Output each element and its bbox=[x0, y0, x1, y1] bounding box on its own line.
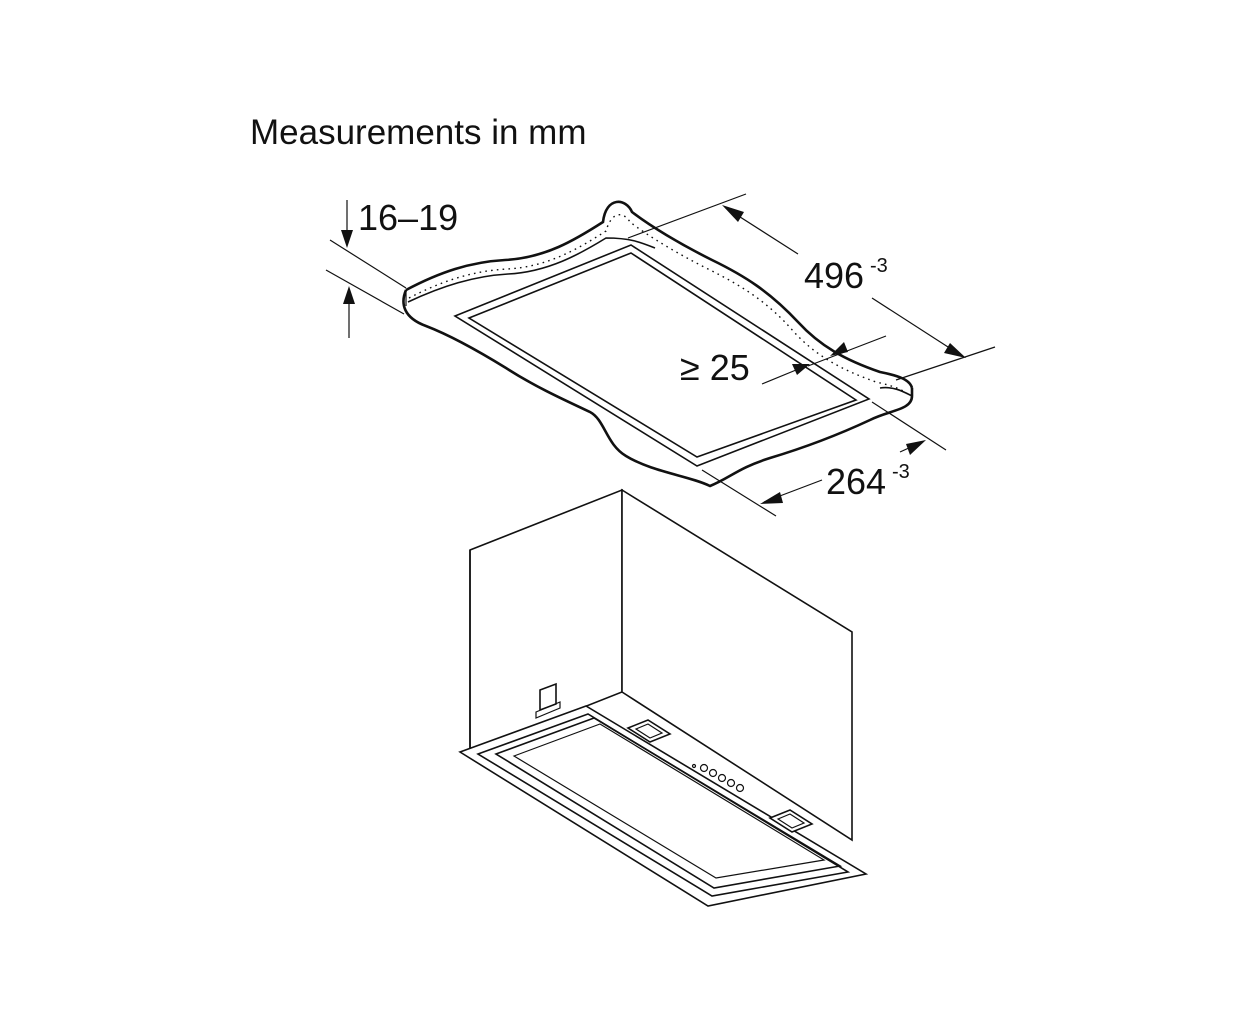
thickness-ext-line-bottom bbox=[325, 269, 405, 315]
depth-arrow-left-icon bbox=[760, 492, 783, 504]
thickness-arrow-top-icon bbox=[341, 230, 353, 248]
hood-box-right-face bbox=[621, 488, 853, 842]
cutout-opening-outer bbox=[453, 244, 871, 467]
thickness-ext-line-top bbox=[329, 239, 407, 289]
clearance-label: ≥ 25 bbox=[680, 347, 750, 388]
hood-control-buttons bbox=[691, 763, 745, 793]
hood-frame-plate bbox=[458, 705, 869, 907]
hood-light-left bbox=[626, 719, 672, 743]
hood-light-right bbox=[768, 809, 814, 833]
control-indicator bbox=[691, 763, 697, 769]
clearance-arrow-icon bbox=[792, 364, 810, 375]
depth-ext-line-left bbox=[701, 469, 777, 517]
hood-filter-panel bbox=[494, 717, 843, 889]
control-button-4 bbox=[726, 778, 736, 788]
control-button-2 bbox=[708, 768, 718, 778]
cabinet-panel-top-inner bbox=[408, 214, 911, 397]
thickness-arrow-bottom-icon bbox=[343, 286, 355, 304]
length-dim-line-b bbox=[871, 297, 963, 357]
depth-arrow-right-icon bbox=[906, 440, 926, 455]
cabinet-panel-top-under bbox=[407, 237, 656, 303]
control-button-1 bbox=[699, 763, 709, 773]
hood-mounting-bracket bbox=[535, 682, 561, 719]
hood-frame-inner bbox=[476, 713, 851, 897]
clearance-arrow-shaft bbox=[761, 369, 797, 385]
clearance-arrow-far-icon bbox=[830, 342, 848, 356]
cabinet-panel-right-end bbox=[879, 386, 913, 397]
cabinet-panel-bottom-edge bbox=[402, 289, 914, 488]
control-button-3 bbox=[717, 773, 727, 783]
control-button-5 bbox=[735, 783, 745, 793]
length-value: 496 bbox=[804, 255, 864, 296]
hood-filter-inner bbox=[512, 723, 826, 879]
hood-unit-drawing bbox=[458, 488, 869, 907]
cabinet-panel-top-edge bbox=[405, 200, 914, 389]
depth-tolerance: -3 bbox=[892, 461, 910, 483]
cabinet-cutout-drawing: 16–19 496 -3 ≥ 25 264 -3 bbox=[325, 193, 996, 517]
depth-ext-line-right bbox=[871, 401, 947, 451]
length-ext-line-right bbox=[895, 346, 996, 381]
diagram-title: Measurements in mm bbox=[250, 113, 586, 152]
length-arrow-right-icon bbox=[944, 343, 966, 358]
cutout-opening-inner bbox=[467, 252, 858, 458]
length-tolerance: -3 bbox=[870, 255, 888, 277]
length-arrow-left-icon bbox=[722, 205, 744, 222]
hood-box-left-face bbox=[469, 488, 623, 754]
depth-value: 264 bbox=[826, 461, 886, 502]
thickness-label: 16–19 bbox=[358, 197, 458, 238]
length-ext-line-left bbox=[627, 193, 747, 239]
